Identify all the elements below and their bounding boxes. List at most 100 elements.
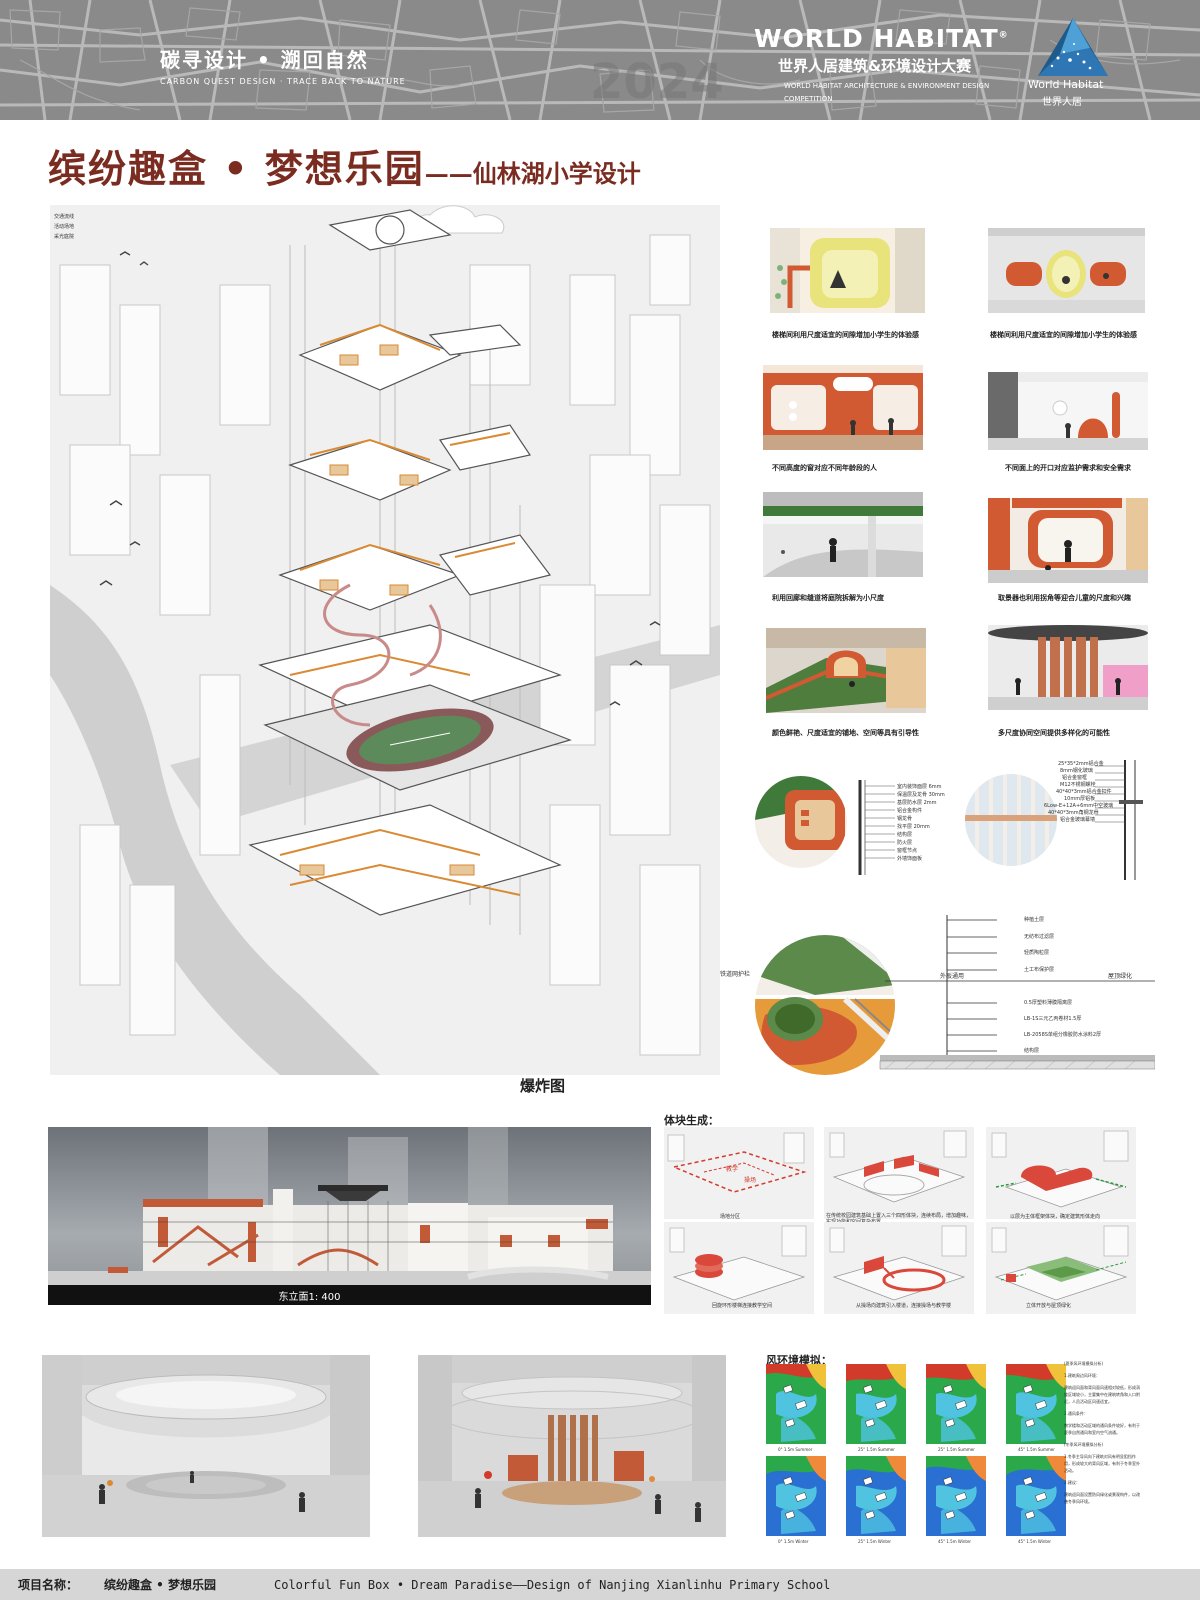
roof-detail-label: 外板通用 <box>940 973 965 980</box>
title-main: 缤纷趣盒 • 梦想乐园 <box>48 146 425 191</box>
vignette-illustration <box>988 228 1145 313</box>
tagline: 碳寻设计 • 溯回自然 CARBON QUEST DESIGN · TRACE … <box>160 44 406 86</box>
vignette-caption: 楼梯间利用尺度适宜的间隙增加小学生的体验感 <box>990 331 1137 339</box>
wind-title: 风环境模拟： <box>766 1354 832 1367</box>
wall-detail-label: 40*40*3mm角钢龙骨 <box>1048 810 1099 816</box>
wind-heatmap <box>926 1364 986 1444</box>
tagline-en: CARBON QUEST DESIGN · TRACE BACK TO NATU… <box>160 77 406 86</box>
vignette-illustration <box>763 492 923 577</box>
project-title: 缤纷趣盒 • 梦想乐园——仙林湖小学设计 <box>48 138 641 193</box>
exploded-legend: 交通流线 活动场地 采光庭院 <box>54 212 74 242</box>
vignette-viewfinder <box>988 498 1148 583</box>
roof-detail-drawing <box>755 915 1156 1075</box>
wall-detail <box>755 760 1155 880</box>
massing-step-3 <box>986 1127 1136 1219</box>
wall-detail-label: 外墙饰面板 <box>897 856 923 862</box>
logo-en: World Habitat <box>1028 78 1104 91</box>
exploded-axonometric <box>50 205 720 1075</box>
wind-note: 2.建议： <box>1064 1480 1080 1485</box>
wind-map <box>846 1364 906 1444</box>
vignette-illustration <box>770 228 925 313</box>
wind-note: 2.通风条件： <box>1064 1411 1088 1416</box>
wind-map <box>926 1456 986 1536</box>
wind-heatmap <box>1006 1364 1066 1444</box>
svg-text:教学: 教学 <box>726 1165 738 1173</box>
wall-detail-label: 8mm钢化玻璃 <box>1060 768 1093 774</box>
wind-caption: 0° 1.5m Winter <box>778 1539 809 1544</box>
tagline-cn: 碳寻设计 • 溯回自然 <box>160 48 369 72</box>
massing-drawing <box>664 1222 814 1314</box>
massing-drawing <box>986 1127 1136 1219</box>
footer-label: 项目名称： <box>18 1578 79 1592</box>
east-elevation-render <box>48 1127 651 1305</box>
roof-detail-label: 土工布保护层 <box>1024 967 1055 973</box>
massing-caption: 从操场向建筑引入楼道，连接操场与教学楼 <box>856 1303 952 1309</box>
roof-detail-label: LB-1S三元乙丙卷材1.5厚 <box>1024 1016 1082 1022</box>
vignette-caption: 利用回廊和缝道将庭院拆解为小尺度 <box>772 594 884 602</box>
wind-map <box>926 1364 986 1444</box>
logo-triangle-icon <box>1038 18 1108 76</box>
wall-detail-label: 铝合金构件 <box>897 808 923 814</box>
svg-text:操场: 操场 <box>744 1176 756 1184</box>
elevation-caption: 东立面1: 400 <box>278 1291 341 1303</box>
roof-detail-label: 结构层 <box>1024 1048 1040 1054</box>
wind-heatmap <box>846 1364 906 1444</box>
competition-brand: WORLD HABITAT® 世界人居建筑&环境设计大赛 WORLD HABIT… <box>754 24 1024 106</box>
roof-detail-label: 种植土层 <box>1024 917 1045 923</box>
vignette-illustration <box>988 498 1148 583</box>
roof-detail <box>755 915 1156 1085</box>
wind-caption: 25° 1.5m Summer <box>858 1447 895 1452</box>
wind-map <box>846 1456 906 1536</box>
wind-note: 建筑迎风面设置防风绿化或景观构件，以改善冬季风环境。 <box>1064 1492 1140 1504</box>
vignette-multiscale <box>988 625 1148 710</box>
legend-item: 交通流线 <box>54 214 75 220</box>
wind-heatmap <box>1006 1456 1066 1536</box>
wind-caption: 45° 1.5m Winter <box>938 1539 972 1544</box>
logo-cn: 世界人居 <box>1042 97 1082 108</box>
wall-detail-label: 窗框节点 <box>897 848 918 854</box>
vignette-caption: 楼梯间利用尺度适宜的间隙增加小学生的体验感 <box>772 331 919 339</box>
brand-name: WORLD HABITAT® <box>754 24 1009 53</box>
vignette-stair-gap-2 <box>988 228 1145 313</box>
wall-detail-label: 找平层 20mm <box>897 824 930 830</box>
wind-map <box>766 1456 826 1536</box>
title-sub: ——仙林湖小学设计 <box>424 159 641 188</box>
massing-caption: 回旋环形楼梯连接教学空间 <box>712 1303 773 1309</box>
wind-note: (夏季风环境模拟分析) <box>1064 1361 1104 1366</box>
interior-drawing <box>418 1355 726 1537</box>
header-banner: 2024 碳寻设计 • 溯回自然 CARBON QUEST DESIGN · T… <box>0 0 1200 120</box>
wind-notes: (夏季风环境模拟分析) 1.建筑周边风环境： 建筑迎风面和背风面风速相对较低，形… <box>1064 1360 1140 1510</box>
vignette-paving <box>766 628 926 713</box>
vignette-openings <box>988 372 1148 450</box>
roof-detail-label: 轻质陶粒层 <box>1024 950 1050 956</box>
roof-detail-label: 0.5厚塑料薄膜隔离层 <box>1024 1000 1072 1006</box>
wind-heatmap <box>766 1456 826 1536</box>
wind-caption: 45° 1.5m Summer <box>1018 1447 1055 1452</box>
brand-en: WORLD HABITAT ARCHITECTURE & ENVIRONMENT… <box>784 82 990 103</box>
massing-caption: 立体开放与屋顶绿化 <box>1026 1303 1072 1309</box>
roof-detail-label: LB-2058S单组分橡胶防水涂料2厚 <box>1024 1032 1102 1038</box>
svg-text:2024: 2024 <box>590 54 724 110</box>
wind-caption: 45° 1.5m Winter <box>1018 1539 1052 1544</box>
massing-drawing <box>824 1222 974 1314</box>
wind-heatmap <box>766 1364 826 1444</box>
legend-item: 活动场地 <box>54 224 75 230</box>
interior-render-atrium <box>418 1355 726 1537</box>
wall-detail-label: 10mm厚铝板 <box>1064 796 1096 802</box>
wall-detail-label: 结构层 <box>897 832 913 838</box>
wind-note: 1.建筑周边风环境： <box>1064 1373 1100 1378</box>
wall-detail-drawing <box>755 760 1143 880</box>
vignette-illustration <box>766 628 926 713</box>
wind-heatmap <box>926 1456 986 1536</box>
vignette-caption: 不同面上的开口对应监护需求和安全需求 <box>1005 464 1131 472</box>
footer-name-en: Colorful Fun Box • Dream Paradise——Desig… <box>274 1577 831 1592</box>
roof-detail-label: 屋顶绿化 <box>1108 973 1133 980</box>
wind-caption: 0° 1.5m Summer <box>778 1447 813 1452</box>
massing-drawing <box>986 1222 1136 1314</box>
massing-title: 体块生成： <box>664 1114 719 1127</box>
vignette-caption: 取景器也利用拐角等迎合儿童的尺度和兴趣 <box>998 594 1131 602</box>
massing-step-1: 教学 操场 <box>664 1127 814 1219</box>
exploded-caption: 爆炸图 <box>520 1077 566 1095</box>
vignette-window-heights <box>763 365 923 450</box>
wall-detail-label: 钢龙骨 <box>897 816 913 822</box>
